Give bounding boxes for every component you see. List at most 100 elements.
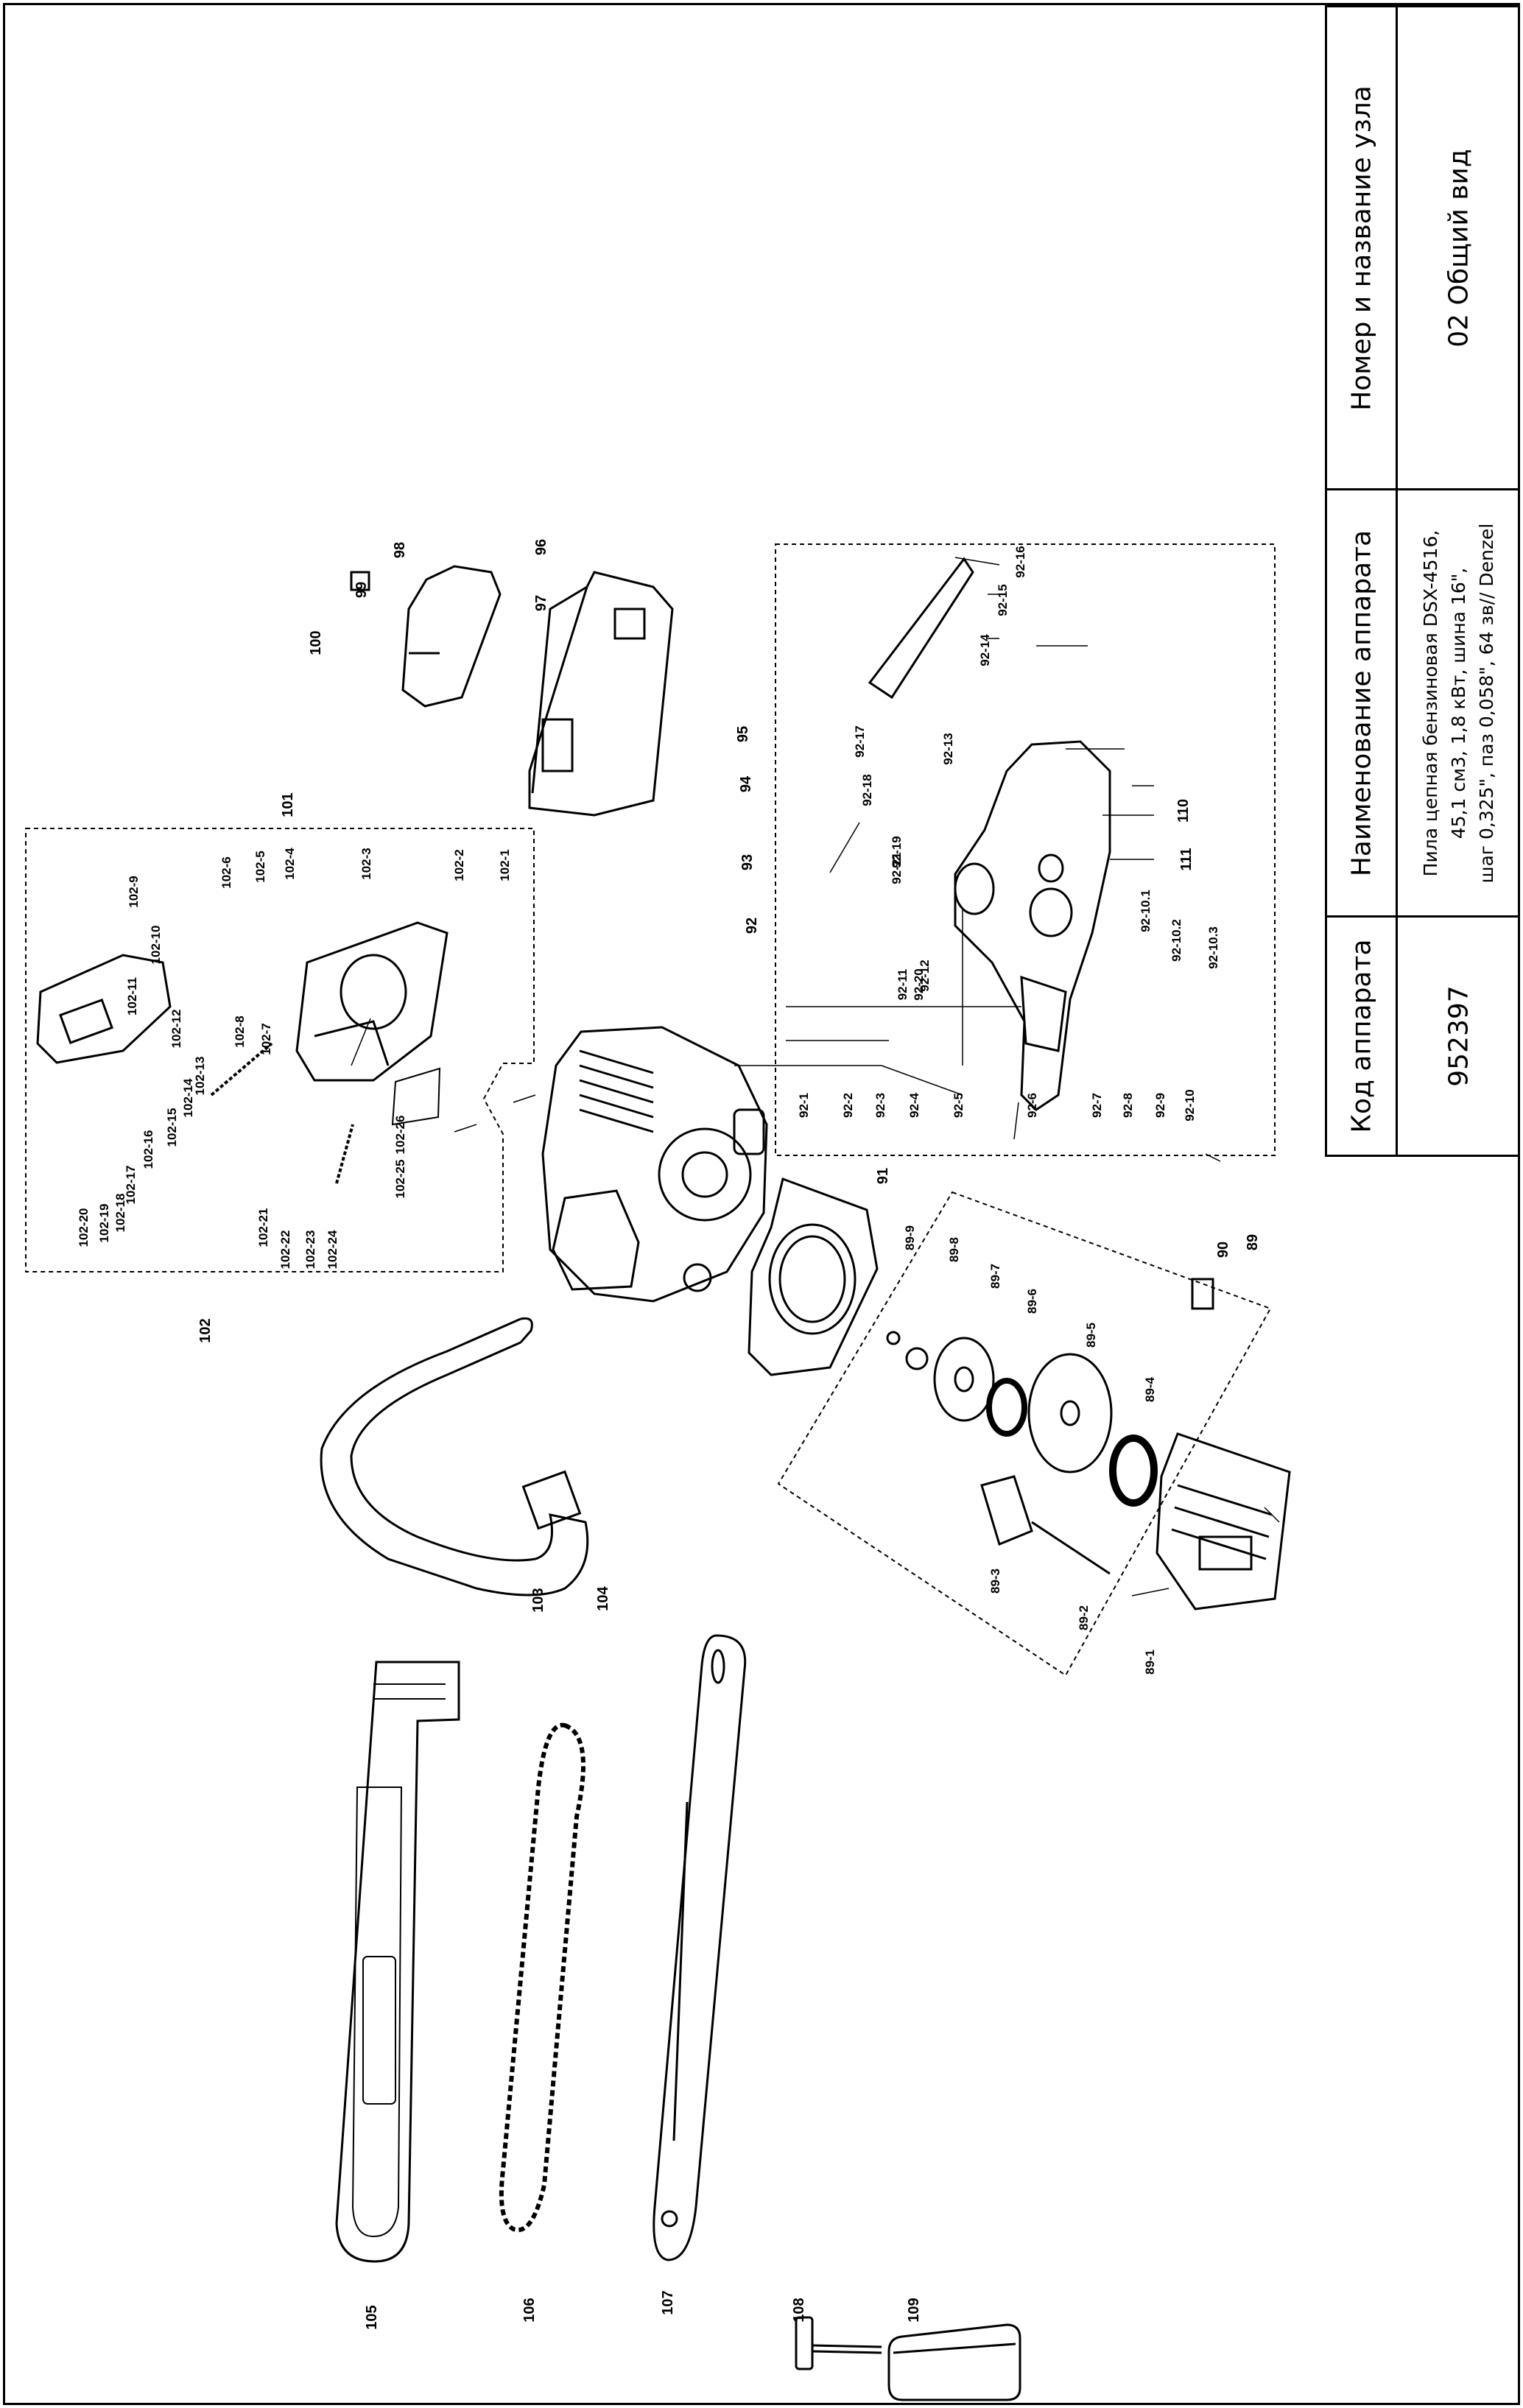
part-label-92-1: 92-1 <box>797 1093 811 1118</box>
exploded-view-drawing: 8989-189-289-389-489-589-689-789-889-988… <box>25 539 1291 2401</box>
chain-brake-part-102-11 <box>36 954 172 1064</box>
part-label-92-5: 92-5 <box>952 1093 965 1118</box>
rear-handle-part-92-6 <box>954 740 1111 1111</box>
part-label-92-7: 92-7 <box>1090 1093 1104 1118</box>
starter-parts <box>886 1278 1291 1610</box>
part-label-102-5: 102-5 <box>253 851 267 882</box>
part-label-102-16: 102-16 <box>141 1130 155 1169</box>
leader-lines <box>351 557 1280 1596</box>
part-label-92-14: 92-14 <box>978 634 992 666</box>
part-109 <box>887 2323 1021 2401</box>
spring-part-102-15 <box>210 1042 354 1184</box>
part-label-89-2: 89-2 <box>1077 1605 1091 1630</box>
part-label-104: 104 <box>595 1585 611 1610</box>
part-label-101: 101 <box>280 792 296 817</box>
part-label-89-9: 89-9 <box>903 1225 917 1250</box>
part-label-102-4: 102-4 <box>283 848 297 880</box>
part-label-92-3: 92-3 <box>873 1093 887 1118</box>
part-label-99: 99 <box>354 582 370 598</box>
part-label-106: 106 <box>521 2298 538 2322</box>
guide-bar-part-107 <box>653 1634 747 2261</box>
title-block-unit-value: 02 Общий вид <box>1396 5 1519 488</box>
part-label-102-21: 102-21 <box>256 1208 270 1247</box>
part-label-102-8: 102-8 <box>233 1015 247 1047</box>
part-label-95: 95 <box>735 726 751 742</box>
plate-part-102-26 <box>391 1067 441 1126</box>
part-label-102-13: 102-13 <box>193 1057 207 1096</box>
part-label-102-17: 102-17 <box>124 1166 138 1205</box>
part-label-92-9: 92-9 <box>1153 1093 1167 1118</box>
part-label-97: 97 <box>533 595 549 611</box>
part-label-92-17: 92-17 <box>853 725 867 757</box>
part-label-102-23: 102-23 <box>303 1231 317 1270</box>
part-label-102-14: 102-14 <box>181 1078 195 1117</box>
part-label-92-13: 92-13 <box>941 733 955 764</box>
part-label-92: 92 <box>744 918 760 934</box>
part-label-89-5: 89-5 <box>1084 1323 1098 1348</box>
group-frame-89 <box>777 1191 1272 1677</box>
unit-value-text: 02 Общий вид <box>1443 148 1474 348</box>
part-label-102-20: 102-20 <box>77 1208 91 1247</box>
part-label-102-1: 102-1 <box>498 849 512 881</box>
engine-assembly <box>541 1026 768 1303</box>
part-label-92-2: 92-2 <box>841 1093 855 1118</box>
part-label-102-18: 102-18 <box>113 1194 127 1233</box>
part-label-92-10-1: 92-10.1 <box>1139 890 1153 932</box>
code-header-text: Код аппарата <box>1346 939 1376 1133</box>
part-label-89-6: 89-6 <box>1025 1289 1039 1314</box>
device-name-line-3: шаг 0,325", паз 0,058", 64 зв// Denzel <box>1475 523 1497 883</box>
part-label-109: 109 <box>906 2298 922 2322</box>
device-name-text: Пила цепная бензиновая DSX-4516, 45,1 см… <box>1417 523 1501 883</box>
part-label-92-19: 92-19 <box>890 836 904 867</box>
part-label-93: 93 <box>739 854 756 870</box>
part-label-102-2: 102-2 <box>452 849 466 881</box>
part-label-108: 108 <box>791 2298 807 2322</box>
part-label-91: 91 <box>875 1168 891 1184</box>
part-label-92-16: 92-16 <box>1013 546 1027 577</box>
combination-tool-part-108 <box>795 2316 882 2370</box>
part-label-98: 98 <box>392 542 408 558</box>
part-label-102-12: 102-12 <box>169 1010 183 1049</box>
part-label-102-24: 102-24 <box>326 1230 340 1269</box>
part-label-102-9: 102-9 <box>127 876 141 907</box>
title-block-code-header: Код аппарата <box>1325 915 1396 1157</box>
part-label-89-8: 89-8 <box>947 1237 961 1262</box>
name-header-text: Наименование аппарата <box>1346 529 1376 876</box>
part-label-102-22: 102-22 <box>278 1231 292 1270</box>
group-frame-92 <box>775 543 1276 1156</box>
part-label-94: 94 <box>738 775 754 792</box>
part-label-89-1: 89-1 <box>1143 1650 1157 1675</box>
part-label-100: 100 <box>308 630 324 655</box>
part-label-92-8: 92-8 <box>1121 1093 1135 1118</box>
part-label-89-3: 89-3 <box>988 1569 1002 1594</box>
part-label-105: 105 <box>364 2305 380 2329</box>
part-label-107: 107 <box>660 2290 676 2314</box>
fan-housing-part-91 <box>748 1177 879 1376</box>
part-label-111: 111 <box>1178 848 1195 870</box>
title-block-code-value: 952397 <box>1396 915 1519 1157</box>
group-frame-102 <box>25 828 535 1272</box>
part-label-102: 102 <box>197 1318 214 1342</box>
handle-housing-part-102-3 <box>295 921 449 1082</box>
part-label-102-6: 102-6 <box>219 856 233 888</box>
part-label-92-4: 92-4 <box>907 1092 921 1118</box>
part-labels: 8989-189-289-389-489-589-689-789-889-988… <box>77 539 1261 2330</box>
part-label-92-10-3: 92-10.3 <box>1206 926 1220 969</box>
part-label-89-4: 89-4 <box>1143 1376 1157 1402</box>
part-label-92-10: 92-10 <box>1183 1089 1197 1121</box>
part-label-102-3: 102-3 <box>359 848 373 879</box>
device-name-line-1: Пила цепная бензиновая DSX-4516, <box>1419 529 1441 876</box>
part-label-102-25: 102-25 <box>393 1160 407 1199</box>
front-handle-part-103 <box>320 1317 589 1596</box>
drawing-sheet: 8989-189-289-389-489-589-689-789-889-988… <box>3 3 1520 2405</box>
air-filter-cover-part-100 <box>350 565 502 708</box>
part-label-102-11: 102-11 <box>125 977 139 1015</box>
part-label-102-15: 102-15 <box>165 1108 179 1147</box>
part-label-102-10: 102-10 <box>149 926 163 965</box>
part-label-90: 90 <box>1215 1242 1231 1258</box>
throttle-handle-part-92-16 <box>868 557 974 700</box>
part-label-92-11: 92-11 <box>896 969 910 1001</box>
scabbard-part-105 <box>335 1661 460 2263</box>
part-label-92-10-2: 92-10.2 <box>1169 919 1183 962</box>
part-label-92-20: 92-20 <box>912 968 926 1000</box>
